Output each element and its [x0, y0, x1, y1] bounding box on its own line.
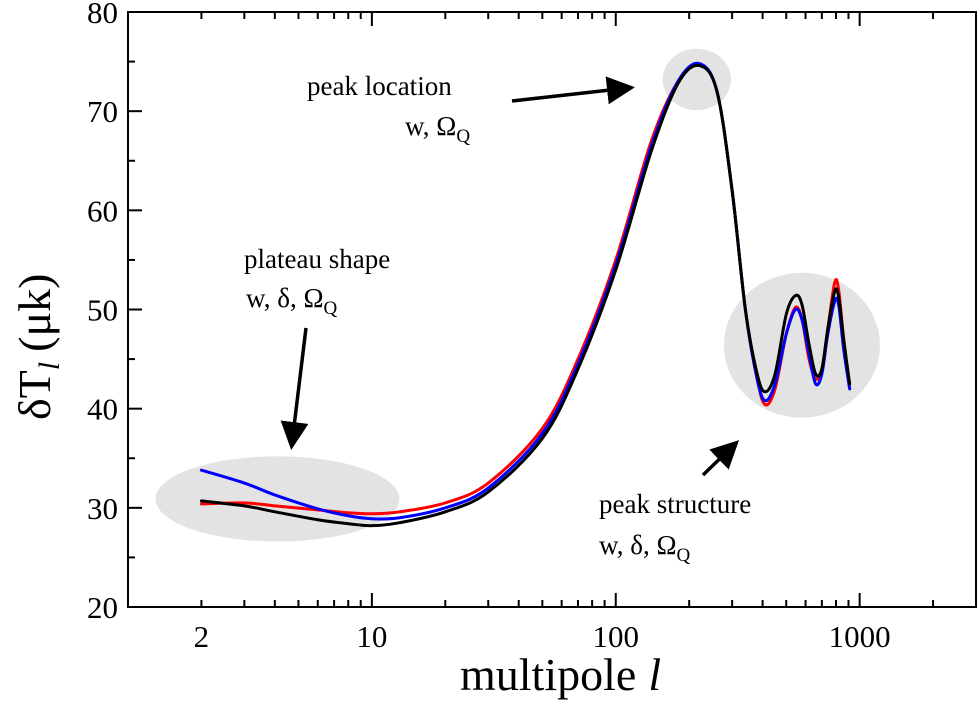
arrow-plateau-shape [280, 327, 309, 450]
arrow-peak-location [511, 76, 635, 105]
y-tick-label: 70 [87, 94, 118, 129]
arrow-peak-structure [701, 440, 740, 477]
y-tick-label: 80 [87, 0, 118, 30]
y-tick-label: 60 [87, 193, 118, 228]
y-axis-title: δTl (μk) [9, 274, 66, 420]
annotation-peak-structure-line1: peak structure [599, 489, 751, 519]
axes: 20 30 40 50 60 70 80 2 10 100 1000 [87, 0, 977, 654]
x-axis-title-text: multipole [460, 649, 636, 700]
highlight-region-3 [723, 272, 880, 418]
annotation-peak-location-line1: peak location [307, 71, 452, 101]
annotation-plateau-shape-line2: w, δ, ΩQ [246, 283, 338, 319]
x-axis-title-symbol: l [648, 649, 661, 700]
x-tick-label: 100 [593, 619, 640, 654]
y-axis-title-text: δT [9, 370, 60, 420]
annotation-peak-structure-subscript: Q [677, 545, 691, 566]
annotation-peak-location-params: w, Ω [405, 111, 456, 141]
annotation-peak-location-subscript: Q [456, 126, 470, 147]
x-tick-label: 2 [194, 619, 210, 654]
annotation-peak-location: peak location w, ΩQ [307, 71, 470, 147]
annotation-peak-structure-params: w, δ, Ω [599, 530, 677, 560]
highlight-region-1 [155, 456, 400, 542]
annotation-plateau-shape: plateau shape w, δ, ΩQ [244, 244, 390, 319]
y-axis-title-subscript: l [33, 362, 66, 370]
y-axis-title-group: δTl (μk) [9, 274, 66, 420]
annotation-peak-structure-line2: w, δ, ΩQ [599, 530, 691, 566]
annotation-peak-structure: peak structure w, δ, ΩQ [599, 489, 751, 566]
x-tick-label: 10 [356, 619, 387, 654]
highlight-region-2 [662, 48, 731, 111]
annotation-peak-location-line2: w, ΩQ [405, 111, 470, 147]
y-tick-label: 50 [87, 293, 118, 328]
x-tick-label: 1000 [829, 619, 891, 654]
annotation-plateau-shape-subscript: Q [324, 298, 338, 319]
series-lines [199, 61, 852, 528]
y-tick-label: 40 [87, 392, 118, 427]
annotation-plateau-shape-params: w, δ, Ω [246, 283, 324, 313]
y-tick-label: 20 [87, 590, 118, 625]
series-line-3 [199, 63, 852, 528]
y-axis-title-unit: (μk) [9, 274, 60, 352]
annotation-plateau-shape-line1: plateau shape [244, 244, 390, 274]
y-tick-label: 30 [87, 491, 118, 526]
